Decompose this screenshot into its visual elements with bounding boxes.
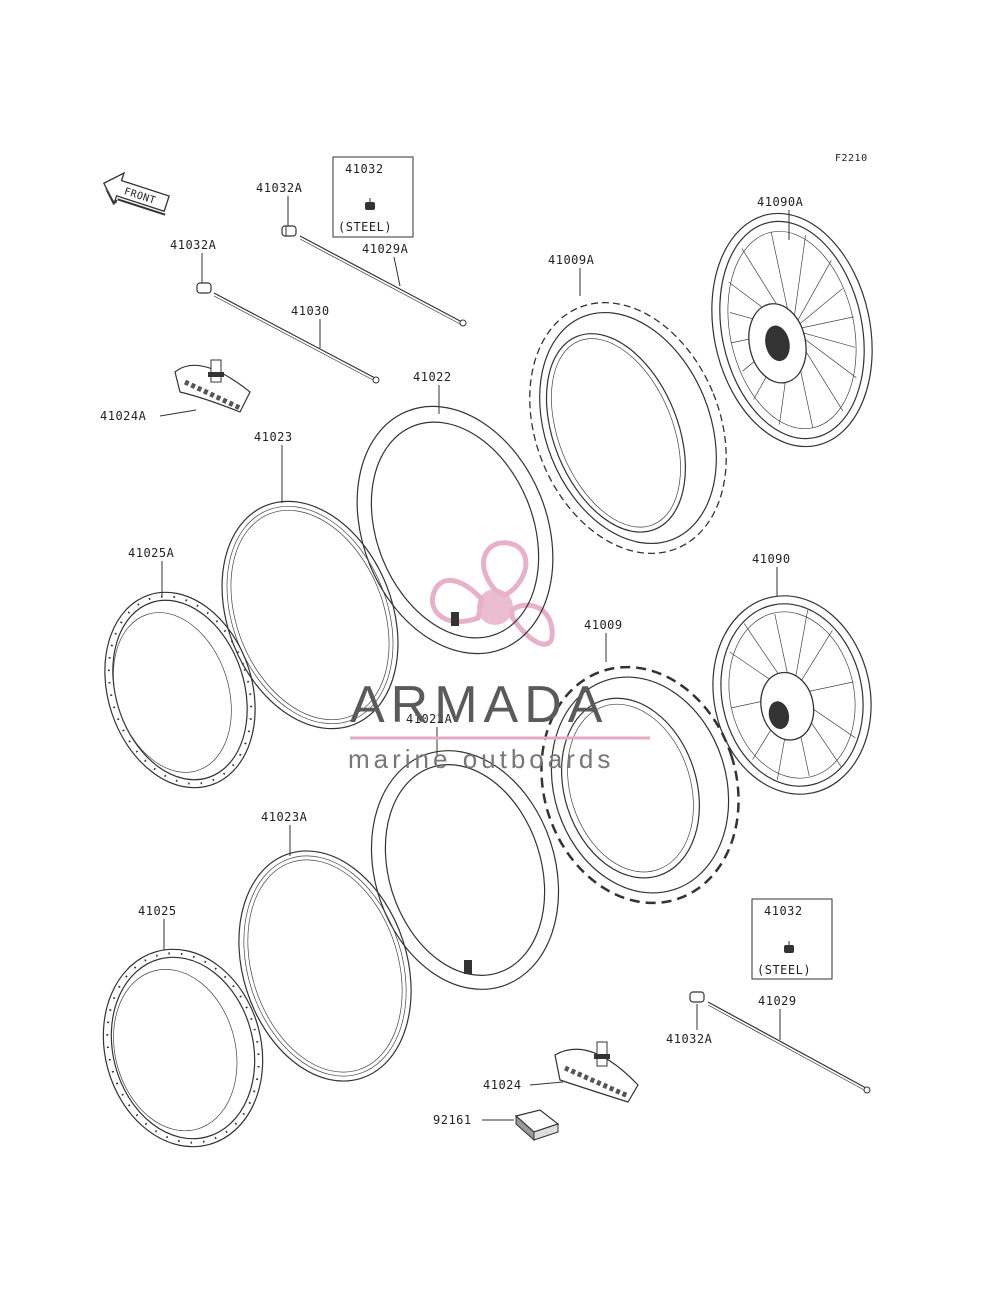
wheel-41090A	[711, 212, 873, 448]
part-label-41030: 41030	[291, 304, 330, 318]
rim-41025A	[104, 591, 256, 789]
part-label-41023A: 41023A	[261, 810, 308, 824]
figure-code: F2210	[835, 153, 868, 164]
wheel-41090	[712, 595, 872, 795]
tube-41022A	[370, 750, 560, 990]
rim-band-41023A	[238, 850, 412, 1082]
tire-41009A	[529, 301, 727, 555]
box-top-note: (STEEL)	[338, 220, 392, 234]
tire-41009	[540, 665, 740, 905]
spoke-41029	[707, 1001, 867, 1089]
rim-lock-41024	[554, 1041, 639, 1103]
box-bottom-note: (STEEL)	[757, 963, 811, 977]
valve-41022A	[464, 960, 472, 974]
steel-nipple-box-top: 41032 (STEEL)	[332, 156, 414, 238]
box-bottom-part: 41032	[764, 904, 803, 918]
part-label-41009A: 41009A	[548, 253, 595, 267]
nipple-41032A-mid	[196, 282, 212, 294]
rim-41025	[102, 948, 264, 1148]
part-label-41025: 41025	[138, 904, 177, 918]
tube-41022	[356, 405, 554, 655]
part-label-41032A-bottom: 41032A	[666, 1032, 713, 1046]
part-label-41022: 41022	[413, 370, 452, 384]
part-label-92161: 92161	[433, 1113, 472, 1127]
box-top-part: 41032	[345, 162, 384, 176]
watermark-brand: ARMADA	[350, 676, 608, 734]
watermark-tagline: marine outboards	[348, 744, 614, 774]
part-label-41029: 41029	[758, 994, 797, 1008]
part-label-41009: 41009	[584, 618, 623, 632]
nipple-41032A-bottom	[689, 991, 705, 1003]
part-label-41022A: 41022A	[406, 712, 453, 726]
spoke-41030	[213, 292, 376, 379]
armada-logo	[429, 540, 555, 647]
part-label-41024: 41024	[483, 1078, 522, 1092]
part-label-41029A: 41029A	[362, 242, 409, 256]
spoke-41029A	[299, 235, 463, 323]
valve-41022	[451, 612, 459, 626]
steel-nipple-box-bottom: 41032 (STEEL)	[751, 898, 833, 980]
part-label-41090A: 41090A	[757, 195, 804, 209]
part-label-41024A: 41024A	[100, 409, 147, 423]
part-label-41090: 41090	[752, 552, 791, 566]
nipple-41032A-top	[281, 225, 297, 237]
part-label-41025A: 41025A	[128, 546, 175, 560]
front-arrow-icon: FRONT	[102, 171, 170, 216]
rim-lock-41024A	[174, 359, 251, 413]
part-label-41023: 41023	[254, 430, 293, 444]
part-label-41032A-top: 41032A	[256, 181, 303, 195]
pad-92161	[514, 1109, 560, 1142]
part-label-41032A-mid: 41032A	[170, 238, 217, 252]
